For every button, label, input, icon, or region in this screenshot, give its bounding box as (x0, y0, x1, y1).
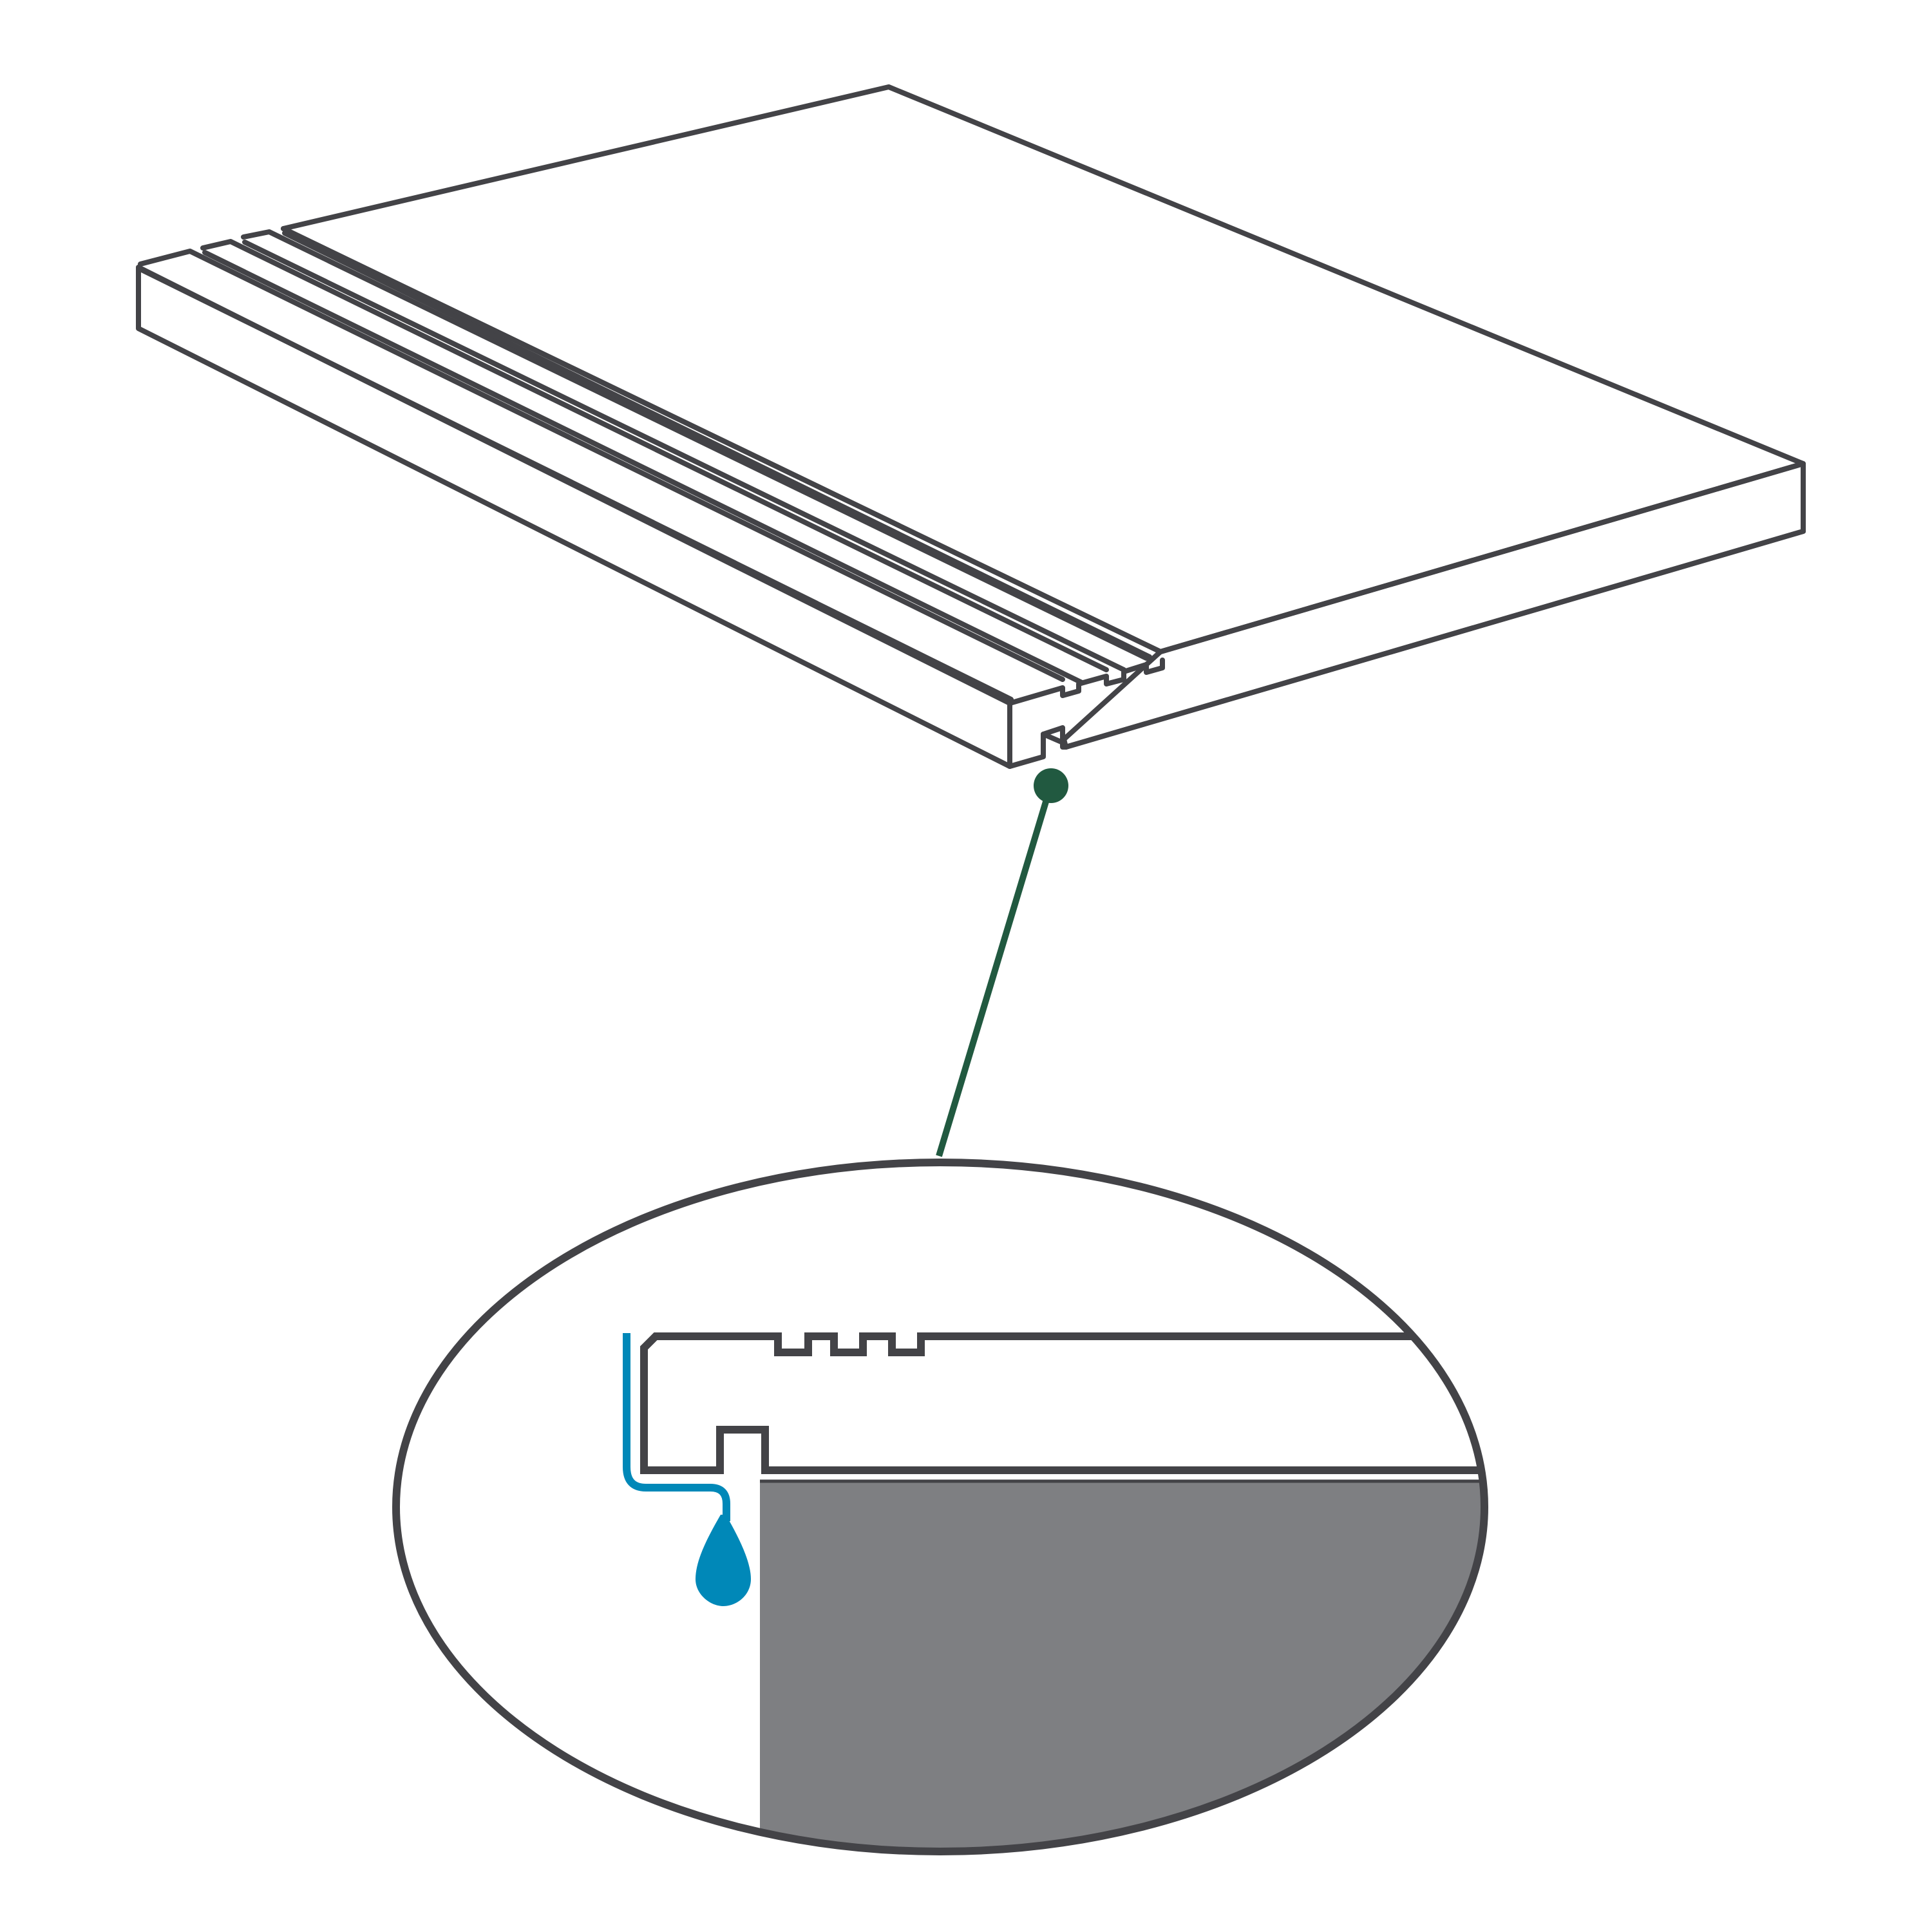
groove-strip-4 (281, 226, 1163, 654)
tile-right-face (1061, 461, 1806, 750)
groove-strip-2 (200, 239, 1109, 672)
tile-right-face-top-edge (1063, 461, 1806, 750)
groove-strip-3 (241, 229, 1149, 661)
water-drop-icon (696, 1515, 751, 1606)
tile-3d-view (136, 84, 1806, 769)
groove-strip-2-inner (202, 250, 1084, 685)
water-path (623, 1333, 730, 1521)
leader-dot-icon (1034, 768, 1068, 803)
tile-cross-section (640, 1332, 1484, 1474)
leader-line (936, 788, 1053, 1157)
tile-nose-edge (1007, 658, 1165, 706)
drip-notch-inner (1041, 732, 1065, 745)
detail-magnifier-ellipse (392, 1159, 1488, 1855)
groove-strip-1-inner (138, 267, 1014, 702)
groove-strip-3-inner (242, 240, 1126, 672)
leader (936, 768, 1068, 1157)
drip-notch (1007, 725, 1068, 769)
substrate-block (760, 1482, 1484, 1852)
groove-strip-1 (138, 249, 1065, 682)
groove-strip-4-inner (282, 231, 1152, 659)
detail-view (623, 1332, 1484, 1852)
